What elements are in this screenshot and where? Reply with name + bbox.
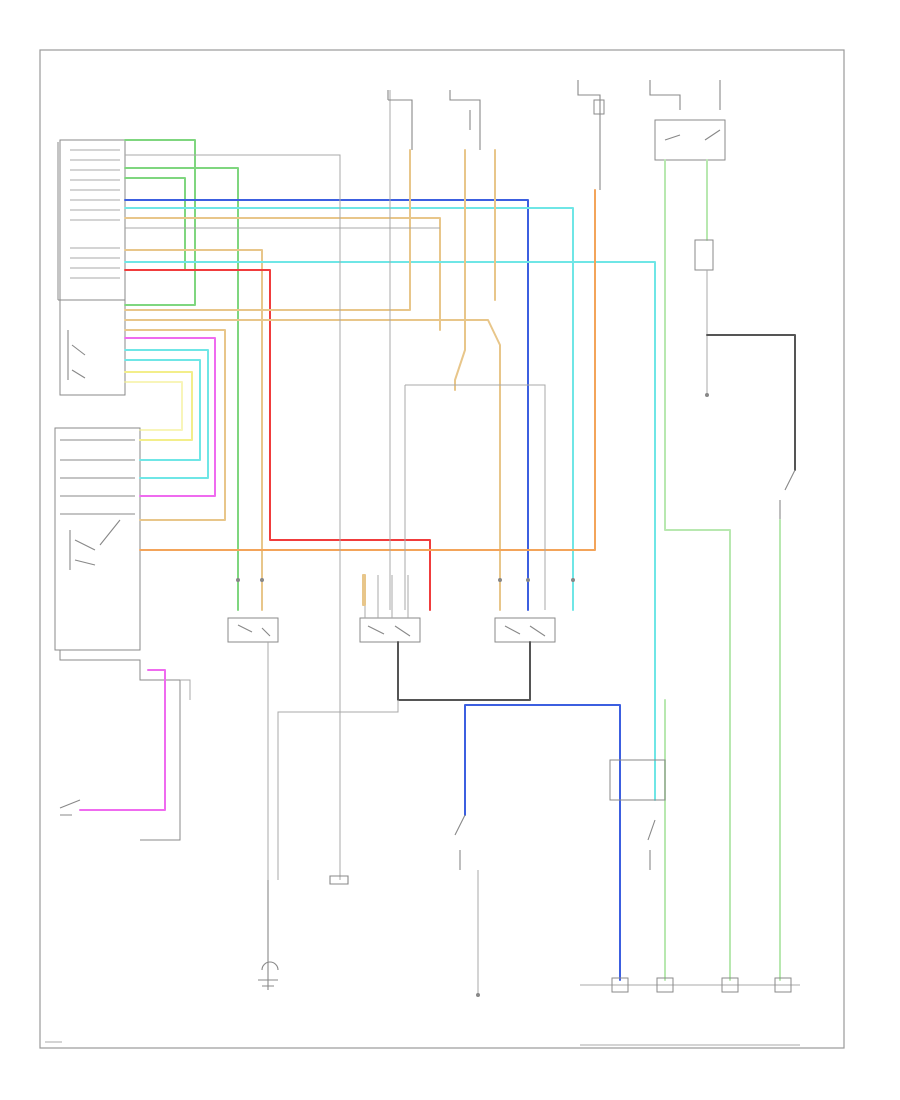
blower-motor-relay-outline bbox=[59, 650, 181, 841]
wire-ground-bus-2 bbox=[267, 642, 399, 880]
wire-tan-2 bbox=[124, 249, 263, 611]
wire-orange bbox=[139, 189, 596, 551]
resistor-bottom bbox=[329, 875, 349, 885]
wire-blue bbox=[124, 199, 529, 611]
module-pin-rows bbox=[70, 149, 120, 279]
wire-yellow bbox=[124, 371, 193, 441]
junction-6 bbox=[476, 993, 480, 997]
wire-green-1 bbox=[124, 139, 196, 306]
compressor-clutch-diode bbox=[694, 239, 714, 271]
actuators bbox=[227, 617, 556, 643]
ground-symbol-left bbox=[258, 880, 279, 990]
tan-drop-a bbox=[362, 574, 366, 606]
bottom-connector-strip bbox=[580, 977, 800, 1046]
wire-tan-5 bbox=[124, 329, 226, 521]
wire-gray-5 bbox=[405, 384, 546, 610]
wire-cyan-1 bbox=[124, 207, 574, 611]
selector-switch-block bbox=[54, 427, 141, 651]
wire-tan-3 bbox=[124, 149, 411, 311]
wire-cyan-3 bbox=[124, 349, 209, 479]
wire-green-right-1 bbox=[664, 159, 731, 981]
wire-gray-blower bbox=[180, 679, 191, 700]
wire-blue-lower bbox=[464, 704, 621, 981]
wire-red bbox=[124, 269, 431, 611]
wire-cyan-4 bbox=[124, 359, 201, 461]
junction-7 bbox=[705, 393, 709, 397]
wire-dark-right bbox=[706, 334, 796, 471]
diagram-border bbox=[39, 49, 845, 1049]
wire-light-1 bbox=[124, 381, 183, 431]
wire-ground-bus bbox=[397, 641, 531, 701]
junction-3 bbox=[526, 578, 530, 582]
junction-5 bbox=[498, 578, 502, 582]
wire-magenta-blower bbox=[79, 669, 166, 811]
wire-green-2 bbox=[124, 167, 239, 611]
blower-switch bbox=[59, 799, 81, 816]
wire-gray-drop-1 bbox=[364, 575, 409, 618]
wire-cyan-2 bbox=[124, 261, 656, 701]
top-fuse-group bbox=[387, 80, 726, 190]
pressure-switch-right bbox=[779, 469, 796, 520]
wire-magenta-1 bbox=[124, 337, 216, 497]
wire-tan-4 bbox=[124, 319, 501, 611]
high-pressure-switch bbox=[647, 819, 656, 870]
wire-tan-1 bbox=[124, 217, 441, 331]
wire-gray-1 bbox=[125, 154, 341, 880]
low-pressure-switch bbox=[454, 814, 466, 870]
wire-green-3 bbox=[124, 177, 186, 271]
wire-tan-6 bbox=[454, 149, 466, 391]
relay-lower-right bbox=[609, 759, 666, 801]
junction-1 bbox=[236, 578, 240, 582]
junction-2 bbox=[260, 578, 264, 582]
junction-4 bbox=[571, 578, 575, 582]
hvac-control-module bbox=[57, 139, 126, 396]
